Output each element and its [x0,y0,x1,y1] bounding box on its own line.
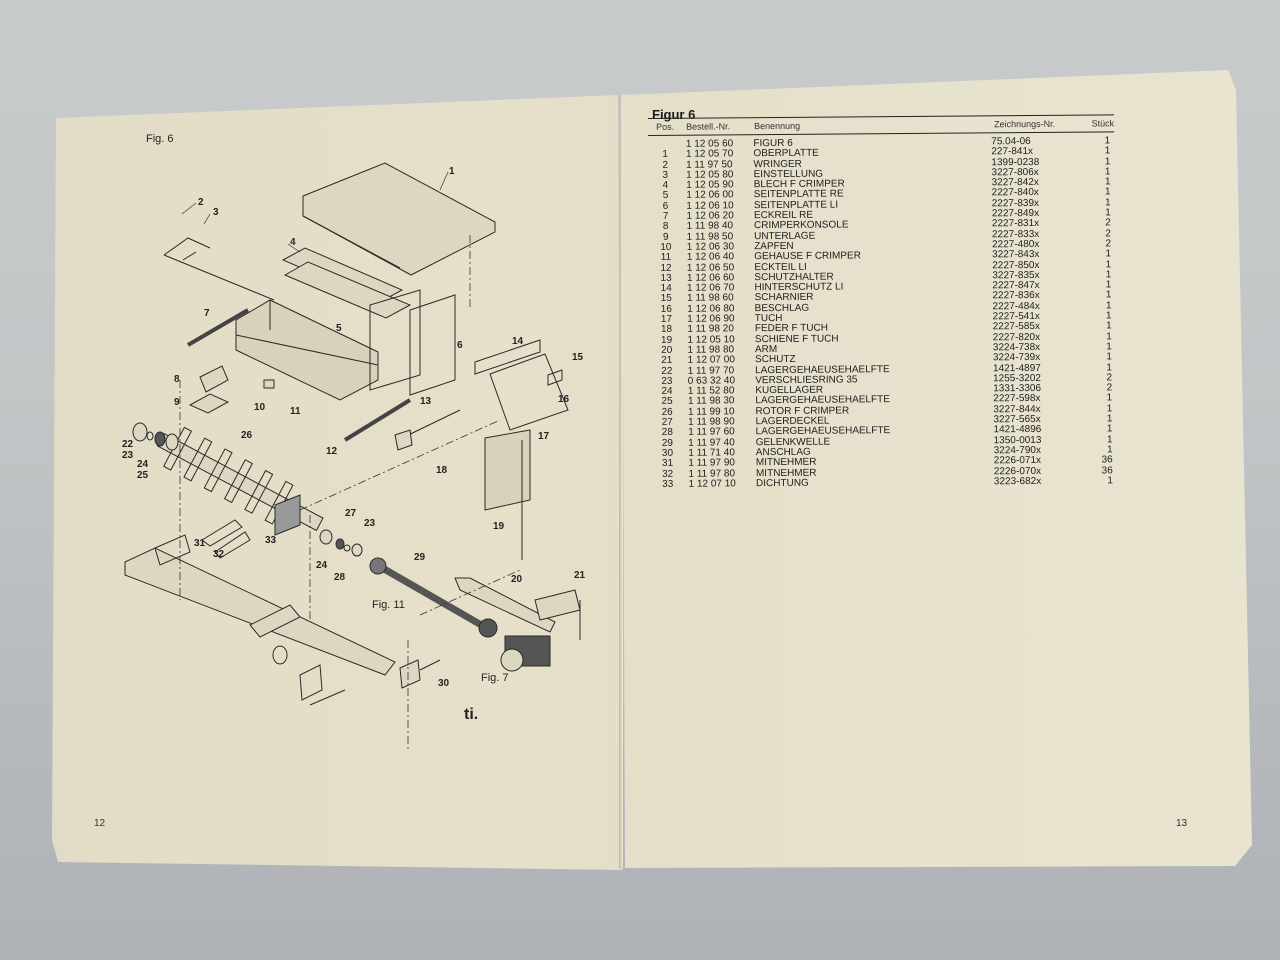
exploded-view-diagram [124,162,581,750]
callout-28: 28 [334,572,346,583]
figure-label: Fig. 6 [146,133,174,145]
callout-32: 32 [213,549,225,560]
callout-23: 23 [122,450,134,461]
book-spine [619,94,623,869]
callout-3: 3 [213,207,219,218]
page-number-left: 12 [94,818,106,829]
callout-24: 24 [137,459,149,470]
publisher-logo: ti. [464,706,479,723]
callout-6: 6 [457,340,463,351]
callout-29: 29 [414,552,426,563]
callout-9: 9 [174,397,180,408]
reference-fig-7: Fig. 7 [481,672,509,684]
callout-15: 15 [572,352,584,363]
reference-fig-11: Fig. 11 [372,599,405,611]
callout-1: 1 [449,166,455,177]
callout-20: 20 [511,574,523,585]
callout-21: 21 [574,570,586,581]
callout-7: 7 [204,308,210,319]
callout-10: 10 [254,402,266,413]
row-order-number: 1 12 07 10 [688,478,736,490]
callout-31: 31 [194,538,206,549]
row-pos: 33 [662,478,674,490]
header-pos: Pos. [656,121,675,132]
row-quantity: 1 [1107,475,1113,487]
callout-17: 17 [538,431,550,442]
row-drawing-number: 3223-682x [993,475,1042,488]
callout-14: 14 [512,336,524,347]
callout-26: 26 [241,430,253,441]
callout-33: 33 [265,535,277,546]
header-drawing-number: Zeichnungs-Nr. [994,118,1056,130]
callout-19: 19 [493,521,505,532]
callout-24b: 24 [316,560,328,571]
callout-25: 25 [137,470,149,481]
header-order-number: Bestell.-Nr. [686,121,731,132]
callout-13: 13 [420,396,432,407]
callout-2: 2 [198,197,204,208]
callout-18: 18 [436,465,448,476]
callout-8: 8 [174,374,180,385]
header-quantity: Stück [1091,118,1115,129]
page-number-right: 13 [1176,818,1188,829]
row-name: DICHTUNG [755,477,809,489]
callout-4: 4 [290,237,296,248]
callout-5: 5 [336,323,342,334]
callout-16: 16 [558,394,570,405]
callout-23b: 23 [364,518,376,529]
parts-table: Pos. Bestell.-Nr. Benennung Zeichnungs-N… [648,114,1117,490]
header-name: Benennung [754,120,801,132]
callout-11: 11 [290,406,301,417]
callout-22: 22 [122,439,134,450]
callout-30: 30 [438,678,450,689]
callout-12: 12 [326,446,338,457]
callout-27: 27 [345,508,357,519]
